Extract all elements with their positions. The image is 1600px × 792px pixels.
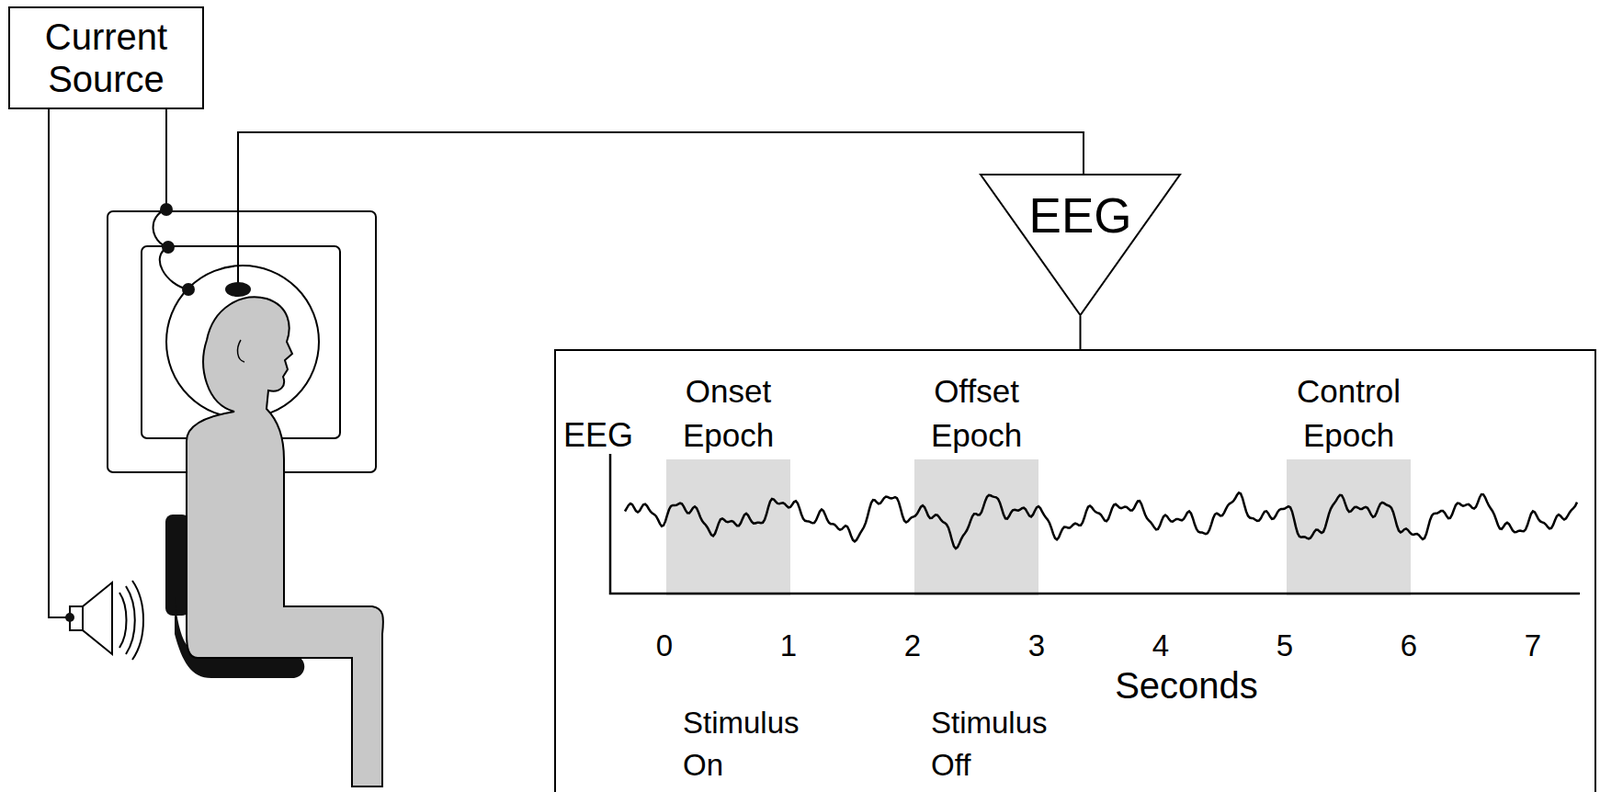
epoch-band: Control Epoch (1286, 459, 1411, 596)
epoch-heading: Control Epoch (1268, 369, 1430, 458)
eeg-amplifier: EEG (979, 173, 1181, 317)
speaker-wire (48, 109, 70, 618)
epoch-band: Onset Epoch (666, 459, 791, 596)
coil-terminal (181, 283, 195, 296)
axis-title: Seconds (1094, 664, 1279, 707)
speaker-cone (82, 582, 113, 655)
eeg-wire (238, 132, 1084, 286)
speaker-terminal (65, 612, 75, 623)
epoch-heading: Onset Epoch (647, 369, 809, 458)
tick-label: 0 (636, 628, 693, 664)
epoch-heading: Offset Epoch (896, 369, 1057, 458)
box-label: Current Source (10, 15, 203, 101)
eeg-trace (624, 492, 1578, 549)
tick-label: 1 (760, 628, 817, 664)
axis-label: EEG (563, 413, 634, 458)
person-silhouette (186, 296, 384, 787)
stimulus-label: Stimulus On (682, 702, 821, 787)
ear (238, 340, 245, 363)
epoch-band: Offset Epoch (914, 459, 1039, 596)
tick-label: 6 (1381, 628, 1437, 664)
stimulus-label: Stimulus Off (930, 702, 1069, 787)
tick-label: 2 (885, 628, 941, 664)
tick-label: 7 (1505, 628, 1561, 664)
tick-label: 3 (1009, 628, 1065, 664)
tick-label: 4 (1133, 628, 1189, 664)
recording-electrode (225, 282, 251, 297)
stim-wire (153, 109, 189, 290)
coil-terminal (159, 203, 173, 216)
sound-waves (119, 580, 144, 660)
amplifier-label: EEG (979, 190, 1181, 242)
tick-label: 5 (1257, 628, 1313, 664)
current-source-box: Current Source (8, 6, 205, 110)
connector (1079, 316, 1082, 350)
amplifier-outline (980, 174, 1181, 316)
eeg-plot (556, 351, 1595, 627)
coil-terminal (161, 240, 175, 254)
axes (610, 453, 1580, 594)
